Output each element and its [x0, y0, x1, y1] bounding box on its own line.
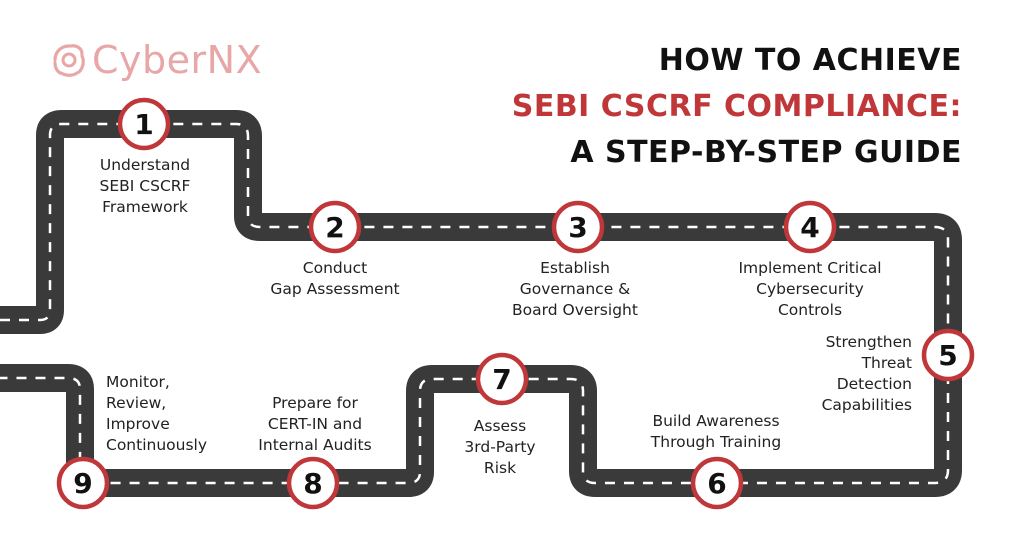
step-4-label-line: Controls — [777, 301, 843, 319]
step-3-circle — [551, 200, 605, 254]
step-4-label-line: Implement Critical — [738, 259, 882, 277]
step-3-label-line: Governance & — [519, 280, 631, 298]
step-5-label-line: Capabilities — [821, 396, 912, 414]
step-7-marker: 7 — [475, 352, 529, 406]
step-9-circle — [56, 456, 110, 510]
step-1-label-line: Understand — [99, 156, 191, 174]
step-5-label-line: Detection — [836, 375, 912, 393]
step-6-number: 6 — [707, 467, 726, 500]
step-8-label-line: CERT-IN and — [267, 415, 363, 433]
step-9-number: 9 — [73, 467, 92, 500]
step-1-marker: 1 — [117, 97, 171, 151]
step-2-circle — [308, 200, 362, 254]
brand-logo: CyberNX — [52, 38, 262, 82]
step-4-circle — [783, 200, 837, 254]
road-upper-dash — [0, 122, 950, 355]
step-1-label-line: Framework — [102, 198, 188, 216]
step-2-number: 2 — [325, 211, 344, 244]
step-4-number: 4 — [800, 211, 819, 244]
step-6-label-line: Through Training — [650, 433, 782, 451]
step-6-label-line: Build Awareness — [652, 412, 780, 430]
step-4-marker: 4 — [783, 200, 837, 254]
step-5-number: 5 — [938, 339, 957, 372]
page-heading: HOW TO ACHIEVE SEBI CSCRF COMPLIANCE: A … — [512, 38, 962, 176]
step-5-marker: 5 — [921, 328, 975, 382]
step-1-number: 1 — [134, 108, 153, 141]
step-3-label-line: Establish — [540, 259, 610, 277]
step-markers: 1 2 3 4 5 6 7 8 9 — [56, 97, 975, 510]
step-8-label-line: Prepare for — [272, 394, 358, 412]
step-7-number: 7 — [492, 363, 511, 396]
step-3-marker: 3 — [551, 200, 605, 254]
step-9-label-line: Improve — [106, 415, 170, 433]
step-5-label-line: Strengthen — [825, 333, 912, 351]
step-8-circle — [286, 456, 340, 510]
step-1-label-line: SEBI CSCRF — [99, 177, 191, 195]
step-9-label-line: Review, — [106, 394, 167, 412]
step-9-marker: 9 — [56, 456, 110, 510]
heading-line-3: A STEP-BY-STEP GUIDE — [570, 135, 962, 170]
step-8-label-line: Internal Audits — [258, 436, 372, 454]
brand-name: CyberNX — [92, 38, 263, 82]
step-5-label-line: Threat — [861, 354, 912, 372]
step-7-label-line: 3rd-Party — [464, 438, 536, 456]
heading-line-1: HOW TO ACHIEVE — [658, 43, 962, 78]
step-5-circle — [921, 328, 975, 382]
step-7-label-line: Assess — [473, 417, 527, 435]
step-2-label-line: Conduct — [302, 259, 368, 277]
step-8-number: 8 — [303, 467, 322, 500]
heading-line-2: SEBI CSCRF COMPLIANCE: — [511, 89, 962, 124]
step-9-label-line: Monitor, — [106, 373, 170, 391]
step-7-circle — [475, 352, 529, 406]
cybernx-logo-icon — [53, 44, 85, 77]
step-6-marker: 6 — [690, 456, 744, 510]
step-2-marker: 2 — [308, 200, 362, 254]
step-3-number: 3 — [568, 211, 587, 244]
step-6-circle — [690, 456, 744, 510]
step-2-label-line: Gap Assessment — [270, 280, 400, 298]
step-7-label-line: Risk — [483, 459, 517, 477]
step-9-label-line: Continuously — [106, 436, 208, 454]
step-8-marker: 8 — [286, 456, 340, 510]
step-1-circle — [117, 97, 171, 151]
step-4-label-line: Cybersecurity — [756, 280, 864, 298]
step-3-label-line: Board Oversight — [512, 301, 638, 319]
